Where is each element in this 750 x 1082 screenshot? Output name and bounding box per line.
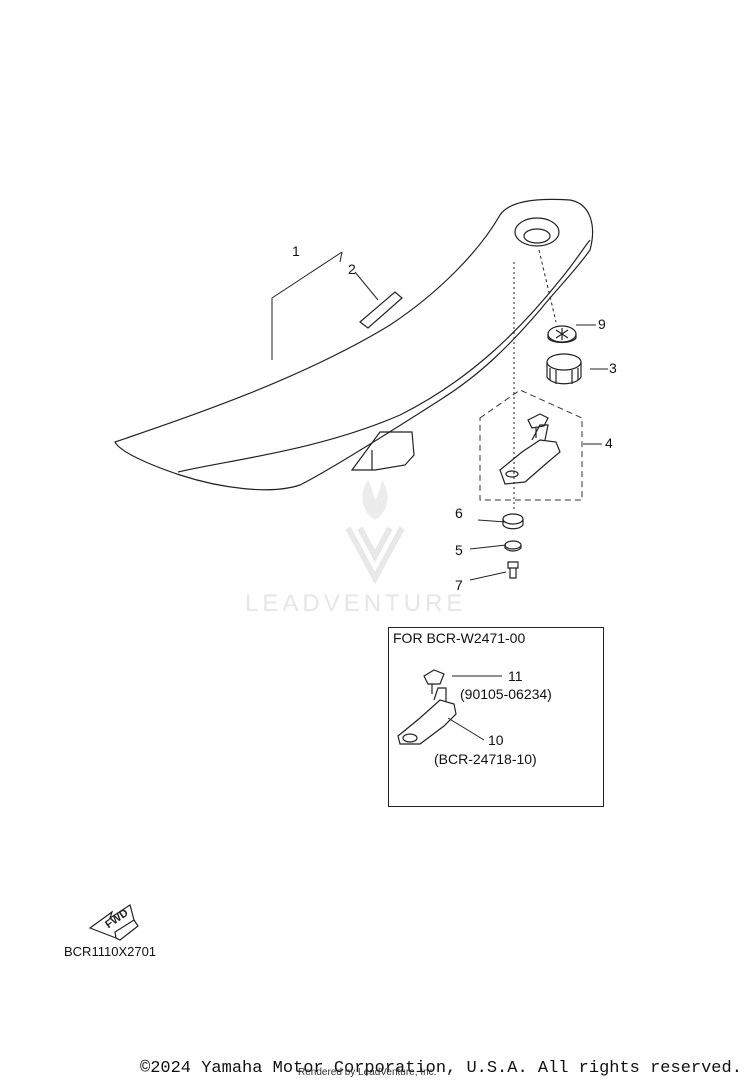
rendered-by-notice: Rendered by LeadVenture, Inc. [298, 1067, 437, 1078]
diagram-code: BCR1110X2701 [64, 944, 157, 959]
callout-10: 10 [488, 732, 504, 748]
watermark-text: LEADVENTURE [245, 590, 467, 617]
inset-bracket [397, 669, 457, 745]
bracket-part-4 [499, 413, 561, 485]
fwd-arrow-icon: FWD [88, 904, 139, 941]
callout-11: 11 [508, 668, 523, 684]
callout-5: 5 [455, 542, 463, 558]
callout-3: 3 [609, 360, 617, 376]
leader-lines [271, 249, 608, 741]
emblem-part-9 [547, 325, 577, 344]
cap-part-3 [546, 353, 582, 385]
group-4-outline [479, 389, 583, 501]
callout-2: 2 [348, 261, 356, 277]
callout-7: 7 [455, 577, 463, 593]
small-parts [502, 513, 524, 579]
copyright-notice: ©2024 Yamaha Motor Corporation, U.S.A. A… [140, 1059, 742, 1078]
part-number-11: (90105-06234) [460, 686, 552, 702]
inset-box [388, 627, 604, 807]
part-number-10: (BCR-24718-10) [434, 751, 537, 767]
callout-6: 6 [455, 505, 463, 521]
seat [114, 198, 594, 491]
watermark-logo [345, 480, 405, 585]
callout-9: 9 [598, 316, 606, 332]
callout-1: 1 [292, 243, 300, 259]
callout-4: 4 [605, 435, 613, 451]
inset-title: FOR BCR-W2471-00 [393, 630, 526, 646]
